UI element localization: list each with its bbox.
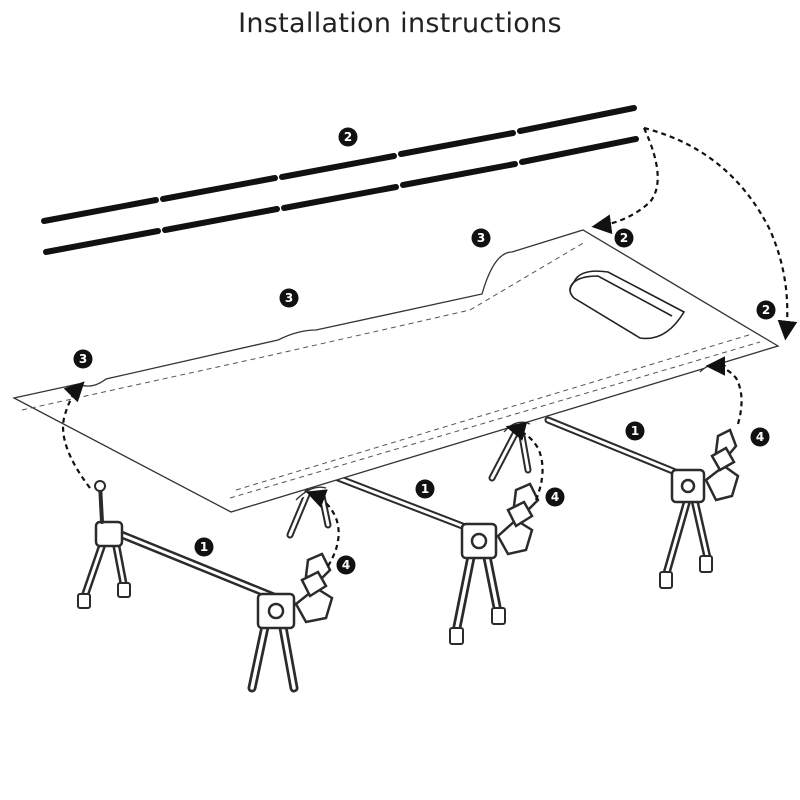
badge-step-4-front: 4 bbox=[336, 555, 356, 575]
badge-step-3-top: 3 bbox=[471, 228, 491, 248]
svg-text:2: 2 bbox=[762, 303, 770, 317]
page-title: Installation instructions bbox=[238, 8, 562, 39]
badge-step-1-middle: 1 bbox=[415, 479, 435, 499]
svg-text:3: 3 bbox=[477, 231, 485, 245]
svg-text:4: 4 bbox=[342, 558, 350, 572]
svg-text:2: 2 bbox=[344, 130, 352, 144]
svg-text:4: 4 bbox=[756, 430, 764, 444]
badge-step-1-back: 1 bbox=[625, 421, 645, 441]
svg-text:3: 3 bbox=[285, 291, 293, 305]
svg-text:4: 4 bbox=[551, 490, 559, 504]
pole-lower bbox=[43, 136, 639, 255]
support-poles bbox=[41, 105, 639, 255]
svg-text:1: 1 bbox=[200, 540, 208, 554]
frame-front-left bbox=[77, 480, 334, 693]
pillow bbox=[569, 270, 686, 340]
pole-upper bbox=[41, 105, 637, 224]
step-badges: 2 2 2 3 3 3 1 1 1 4 4 4 bbox=[73, 127, 776, 575]
svg-text:1: 1 bbox=[421, 482, 429, 496]
frame-front-middle bbox=[449, 482, 540, 645]
svg-text:1: 1 bbox=[631, 424, 639, 438]
badge-step-4-back: 4 bbox=[750, 427, 770, 447]
badge-step-2-poles: 2 bbox=[338, 127, 358, 147]
badge-step-2-right: 2 bbox=[756, 300, 776, 320]
badge-step-3-middle: 3 bbox=[279, 288, 299, 308]
badge-step-2-upper: 2 bbox=[614, 228, 634, 248]
badge-step-3-left: 3 bbox=[73, 349, 93, 369]
badge-step-4-middle: 4 bbox=[545, 487, 565, 507]
assembly-arrows bbox=[62, 126, 798, 567]
svg-text:3: 3 bbox=[79, 352, 87, 366]
svg-text:2: 2 bbox=[620, 231, 628, 245]
badge-step-1-front: 1 bbox=[194, 537, 214, 557]
